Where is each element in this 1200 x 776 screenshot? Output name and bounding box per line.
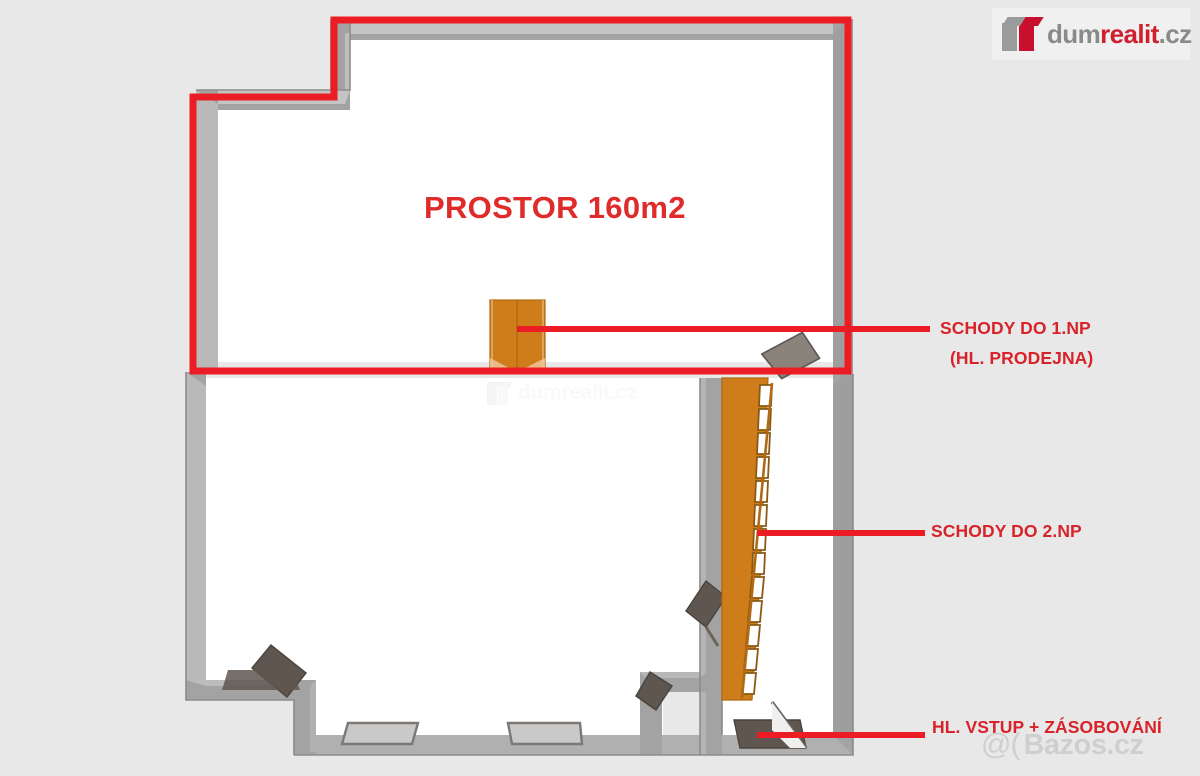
wall-left-upper-shade xyxy=(196,90,218,372)
annotation-stairs-2np: SCHODY DO 2.NP xyxy=(931,521,1082,541)
window-group xyxy=(340,721,584,746)
wall-bottomleft-step-vert-shade xyxy=(310,680,316,752)
stairs-to-1np xyxy=(489,299,546,373)
floor-upper-room xyxy=(218,34,833,362)
door-leaf-step xyxy=(635,671,673,711)
annotation-area-size: PROSTOR 160m2 xyxy=(424,190,686,225)
door-threshold-bottomleft xyxy=(222,670,300,690)
door-swing-partition xyxy=(704,626,720,647)
wall-partition-vert-shade xyxy=(700,378,706,755)
wall-left-lower-shade xyxy=(186,372,206,700)
house-logo-icon xyxy=(1002,17,1044,51)
stairs-to-2np xyxy=(721,377,774,701)
red-leader-lines xyxy=(517,326,930,738)
stairs-2np-rail xyxy=(740,382,774,699)
logo-word-realit: realit xyxy=(1100,18,1159,49)
annotation-main-entrance: HL. VSTUP + ZÁSOBOVÁNÍ xyxy=(932,717,1162,737)
floor-fill-group xyxy=(206,34,833,735)
window-bottom-right xyxy=(506,721,584,746)
dumrealit-logo[interactable]: dumrealit.cz xyxy=(992,8,1192,60)
annotation-stairs-1np: SCHODY DO 1.NP xyxy=(940,318,1091,338)
logo-wordmark: dumrealit.cz xyxy=(1047,19,1192,50)
door-group xyxy=(222,331,821,749)
floor-lower-room xyxy=(206,378,833,735)
wall-upper-notch-vert-shade xyxy=(345,32,350,104)
red-outline-upper-space xyxy=(189,16,852,375)
red-highlight-group xyxy=(189,16,852,375)
annotation-stairs-1np-sub: (HL. PRODEJNA) xyxy=(950,348,1094,368)
window-bottom-left xyxy=(340,721,420,746)
wall-right-lower-shade xyxy=(833,374,853,748)
logo-word-cz: .cz xyxy=(1158,18,1192,49)
logo-word-dum: dum xyxy=(1047,18,1101,49)
